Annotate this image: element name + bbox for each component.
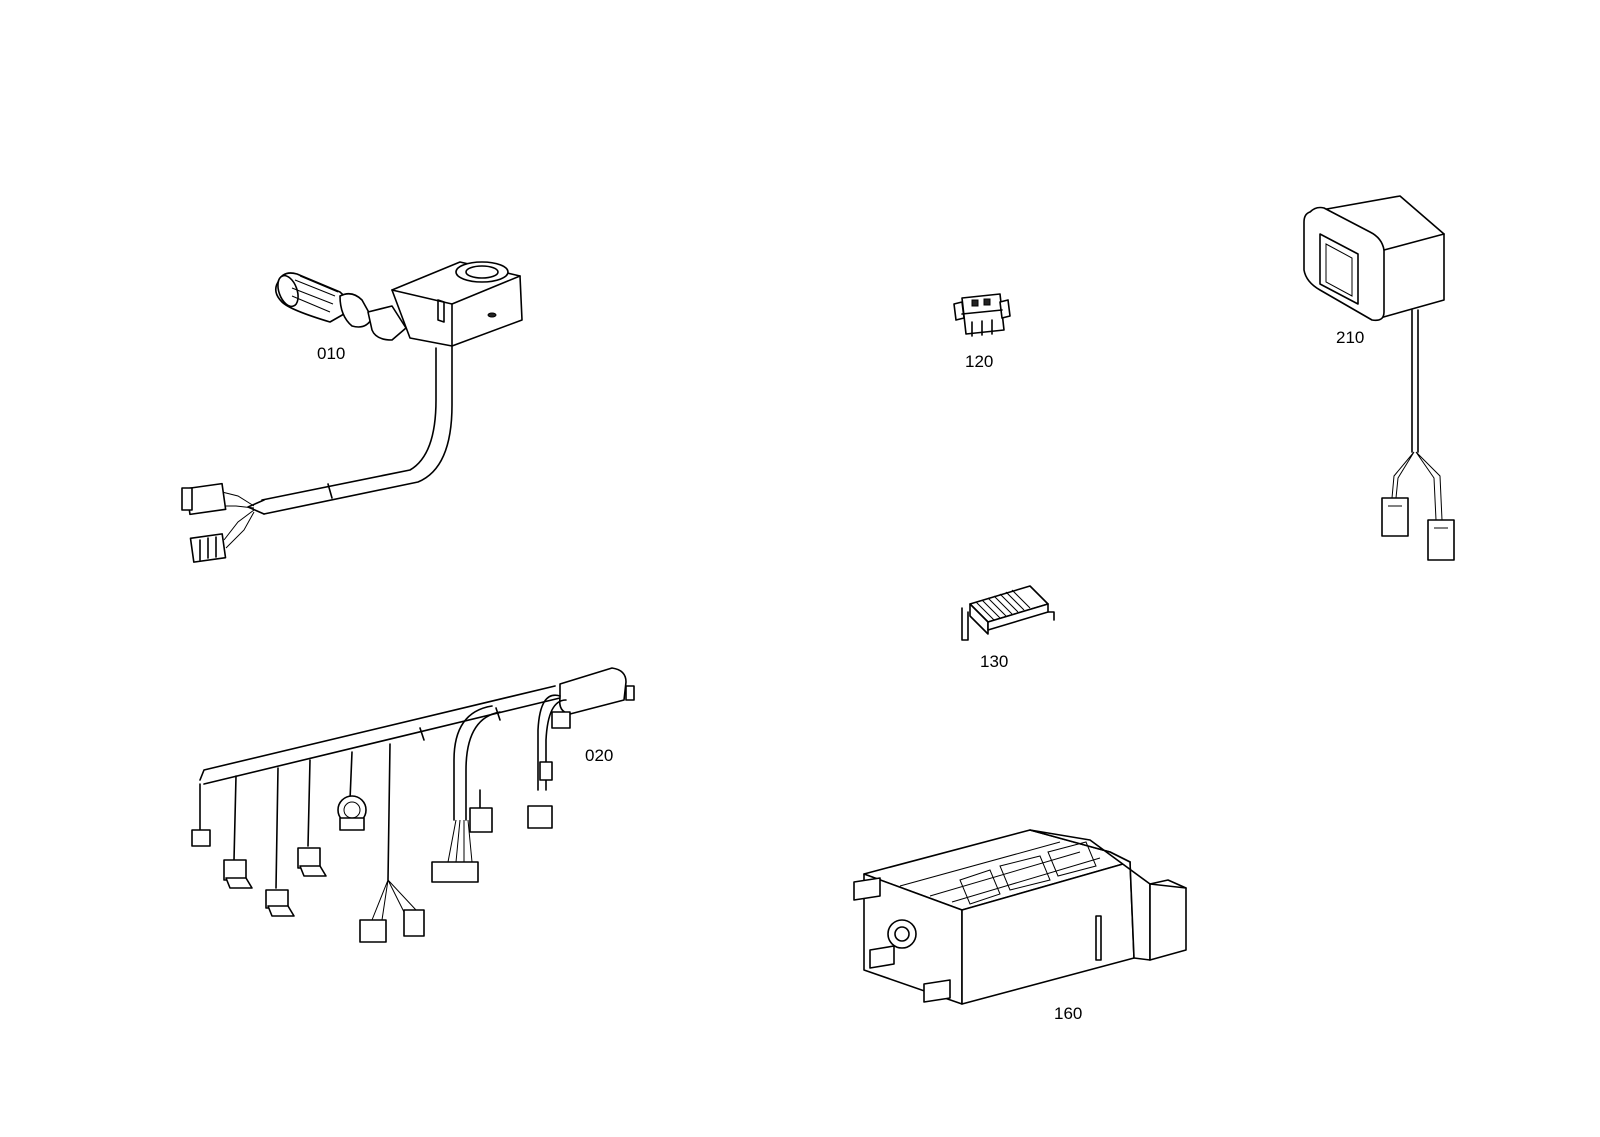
part-label-210: 210 (1336, 328, 1365, 347)
part-160-drawing[interactable] (853, 829, 1187, 1005)
part-label-020: 020 (585, 746, 614, 765)
part-210-drawing[interactable] (1303, 195, 1455, 561)
part-label-160: 160 (1054, 1004, 1083, 1023)
part-020-drawing[interactable] (191, 667, 635, 943)
part-120-drawing[interactable] (953, 293, 1011, 337)
part-010-drawing[interactable] (181, 261, 523, 563)
part-label-010: 010 (317, 344, 346, 363)
part-label-130: 130 (980, 652, 1009, 671)
part-label-120: 120 (965, 352, 994, 371)
part-130-drawing[interactable] (961, 585, 1055, 641)
